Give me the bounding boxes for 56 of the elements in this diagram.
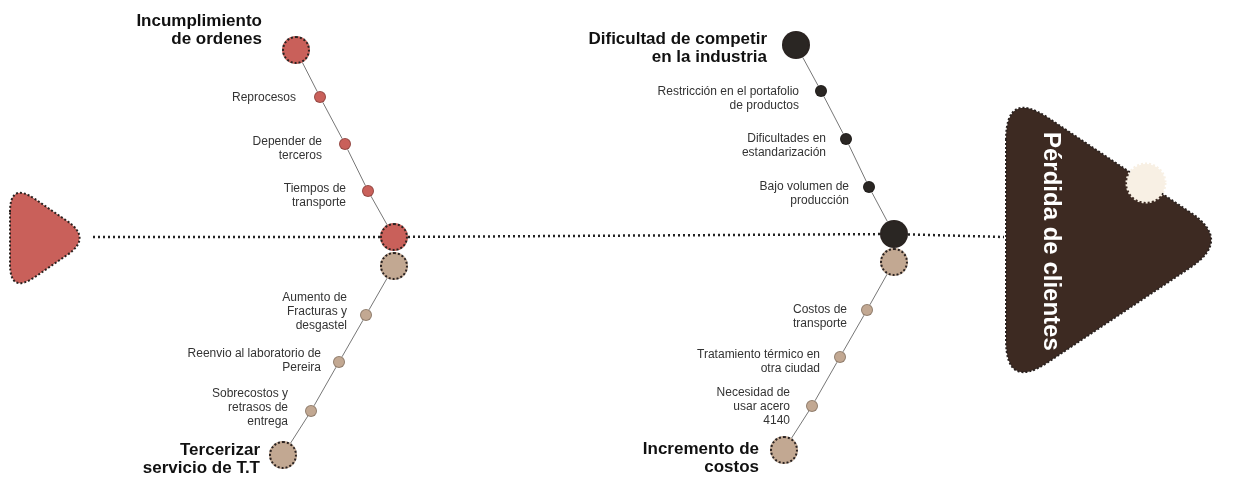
bone-line [848,143,867,183]
bone-line [301,62,318,93]
cause-label: Tratamiento térmico en otra ciudad [696,347,820,375]
cause-label: Reprocesos [230,90,296,104]
cause-label: Depender de terceros [251,134,322,162]
effect-label: Pérdida de clientes [1038,132,1066,351]
spine-line [93,235,380,239]
junction-circle [380,223,408,251]
category-heading: Incumplimiento de ordenes [135,12,262,48]
cause-label: Tiempos de transporte [282,181,346,209]
bone-line [368,277,388,311]
category-heading: Tercerizar servicio de T.T [141,441,260,477]
category-circle [782,31,810,59]
cause-label: Reenvio al laboratorio de Pereira [186,346,321,374]
cause-dot [861,304,873,316]
cause-label: Necesidad de usar acero 4140 [715,385,790,427]
category-circle [269,441,297,469]
cause-dot [339,138,351,150]
cause-dot [314,91,326,103]
cause-dot [362,185,374,197]
cause-dot [840,133,852,145]
bone-line [347,148,366,187]
bone-line [791,410,810,439]
cause-dot [806,400,818,412]
cause-dot [333,356,345,368]
cause-label: Sobrecostos y retrasos de entrega [210,386,288,428]
bone-line [842,314,865,353]
cause-dot [360,309,372,321]
category-circle [282,36,310,64]
bone-line [802,56,819,87]
spine-line [408,232,880,239]
bone-line [341,319,364,358]
cause-dot [815,85,827,97]
bone-line [370,195,388,226]
bone-line [869,273,888,306]
spine-line [907,233,1005,239]
junction-circle [880,248,908,276]
cause-dot [834,351,846,363]
category-circle [770,436,798,464]
category-heading: Incremento de costos [641,440,759,476]
cause-dot [305,405,317,417]
cause-label: Bajo volumen de producción [758,179,849,207]
category-heading: Dificultad de competir en la industria [587,30,767,66]
junction-circle [880,220,908,248]
bone-line [313,366,337,407]
bone-line [322,101,343,140]
bone-line [290,415,309,444]
cause-label: Costos de transporte [791,302,847,330]
cause-label: Dificultades en estandarización [740,131,826,159]
bone-line [814,361,838,402]
bone-line [871,191,888,223]
cause-label: Aumento de Fracturas y desgastel [281,290,347,332]
junction-circle [380,252,408,280]
cause-label: Restricción en el portafolio de productos [656,84,799,112]
bone-line [823,95,844,135]
cause-dot [863,181,875,193]
